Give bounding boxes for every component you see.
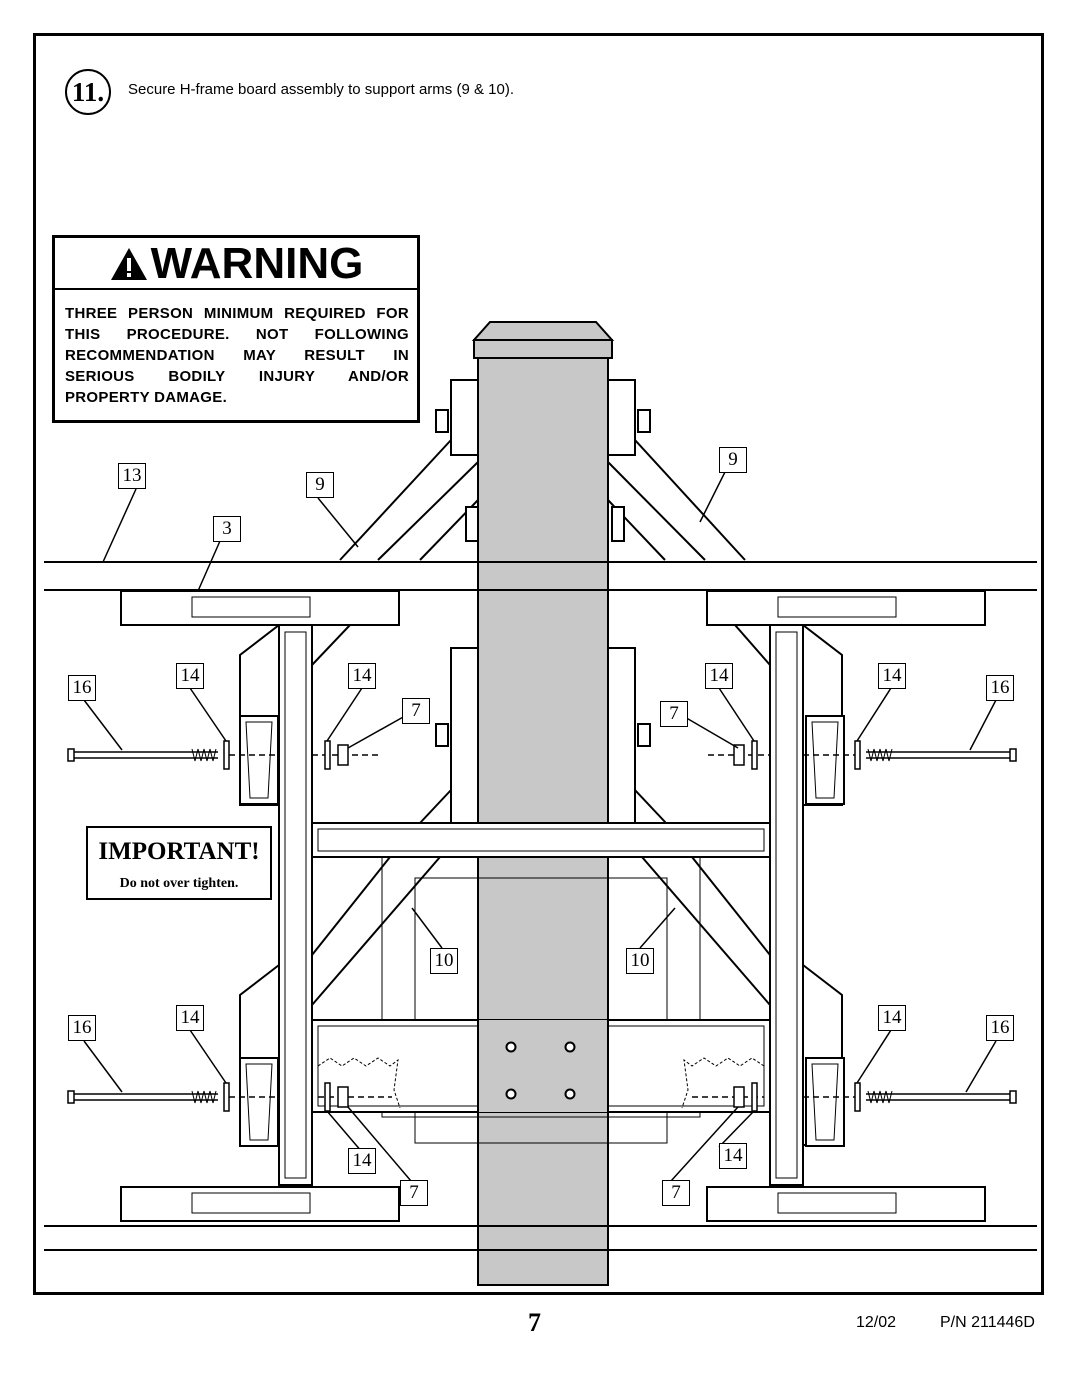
callout-14-upper-left-outer: 14: [176, 663, 204, 689]
warning-message: THREE PERSON MINIMUM REQUIRED FOR THIS P…: [65, 305, 409, 406]
callout-14-upper-right-inner: 14: [705, 663, 733, 689]
callout-3: 3: [213, 516, 241, 542]
callout-9-right: 9: [719, 447, 747, 473]
callout-16-upper-left: 16: [68, 675, 96, 701]
part-number: P/N 211446D: [940, 1314, 1035, 1331]
callout-14-upper-right-outer: 14: [878, 663, 906, 689]
callout-7-lower-right: 7: [662, 1180, 690, 1206]
callout-14-upper-left-inner: 14: [348, 663, 376, 689]
callout-16-lower-left: 16: [68, 1015, 96, 1041]
callout-10-right: 10: [626, 948, 654, 974]
step-number: 11.: [65, 69, 111, 115]
post-cap-top: [471, 321, 615, 341]
post-cap: [473, 339, 613, 359]
callout-9-left: 9: [306, 472, 334, 498]
callout-14-lower-left-outer: 14: [176, 1005, 204, 1031]
warning-title-text: WARNING: [150, 239, 364, 288]
callout-14-lower-left-inner: 14: [348, 1148, 376, 1174]
callout-14-lower-right-inner: 14: [719, 1143, 747, 1169]
callout-7-upper-left: 7: [402, 698, 430, 724]
upper-bracket-right: [607, 379, 636, 456]
callout-13: 13: [118, 463, 146, 489]
revision-date: 12/02: [856, 1314, 897, 1331]
warning-triangle-icon: [110, 248, 147, 280]
callout-14-lower-right-outer: 14: [878, 1005, 906, 1031]
upper-bracket-left: [450, 379, 479, 456]
callout-7-upper-right: 7: [660, 701, 688, 727]
warning-box: WARNING THREE PERSON MINIMUM REQUIRED FO…: [52, 235, 420, 423]
callout-7-lower-left: 7: [400, 1180, 428, 1206]
callout-10-left: 10: [430, 948, 458, 974]
important-title: IMPORTANT!: [98, 838, 260, 865]
post: [477, 356, 609, 1286]
callout-16-lower-right: 16: [986, 1015, 1014, 1041]
page-border: [33, 33, 1044, 1295]
important-box: IMPORTANT! Do not over tighten.: [86, 826, 272, 900]
important-message: Do not over tighten.: [119, 876, 239, 891]
page-number: 7: [528, 1308, 541, 1337]
warning-title: WARNING: [55, 239, 417, 290]
callout-16-upper-right: 16: [986, 675, 1014, 701]
step-instruction: Secure H-frame board assembly to support…: [128, 81, 514, 98]
